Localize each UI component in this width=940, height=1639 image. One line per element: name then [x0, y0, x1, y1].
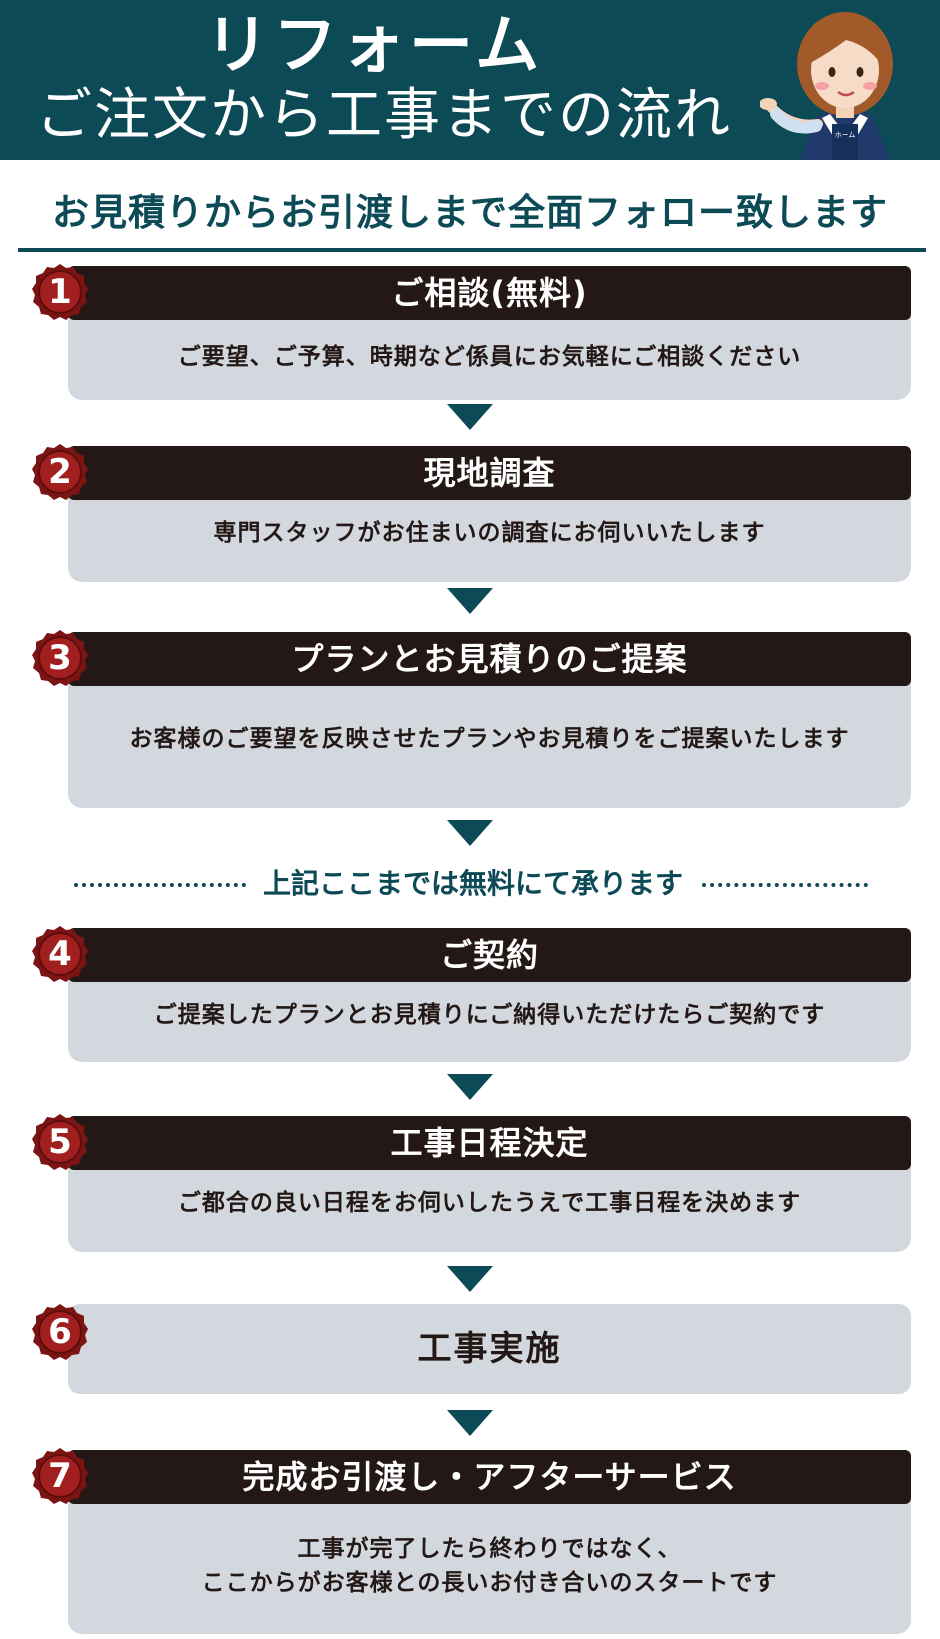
down-triangle-icon	[447, 820, 493, 846]
step-1-title: ご相談(無料)	[391, 274, 588, 312]
wax-seal-icon	[32, 1448, 88, 1504]
step-5-number-badge: 5	[30, 1112, 90, 1172]
step-1-description: ご要望、ご予算、時期など係員にお気軽にご相談ください	[68, 340, 911, 374]
step-6-panel: 工事実施	[68, 1304, 911, 1394]
step-2-number-badge: 2	[30, 442, 90, 502]
free-note-text: 上記ここまでは無料にて承ります	[262, 867, 683, 900]
header-title-line2: ご注文から工事までの流れ	[36, 83, 732, 148]
step-1-number: 1	[48, 272, 72, 312]
step-2-title-bar: 現地調査	[68, 446, 911, 500]
step-3-description: お客様のご要望を反映させたプランやお見積りをご提案いたします	[68, 722, 911, 756]
step-2-title: 現地調査	[423, 454, 556, 492]
step-7-desc-line-2: ここからがお客様との長いお付き合いのスタートです	[201, 1570, 778, 1596]
down-triangle-icon	[447, 1074, 493, 1100]
dotted-line-right	[702, 883, 868, 887]
dotted-line-left	[74, 883, 246, 887]
step-2-desc-line: 専門スタッフがお住まいの調査にお伺いいたします	[213, 520, 766, 546]
down-triangle-icon	[447, 1266, 493, 1292]
wax-seal-icon	[32, 1114, 88, 1170]
down-triangle-icon	[447, 1410, 493, 1436]
step-4-desc-line: ご提案したプランとお見積りにご納得いただけたらご契約です	[153, 1002, 826, 1028]
staff-mascot-illustration: ホーム	[760, 12, 893, 160]
step-4: ご提案したプランとお見積りにご納得いただけたらご契約です ご契約 4	[0, 924, 940, 1064]
wax-seal-icon	[32, 264, 88, 320]
step-1-title-bar: ご相談(無料)	[68, 266, 911, 320]
step-5: ご都合の良い日程をお伺いしたうえで工事日程を決めます 工事日程決定 5	[0, 1112, 940, 1254]
step-1-desc-line: ご要望、ご予算、時期など係員にお気軽にご相談ください	[177, 344, 802, 370]
step-6: 工事実施 6	[0, 1300, 940, 1396]
step-5-number: 5	[48, 1122, 72, 1162]
step-4-title: ご契約	[439, 936, 539, 974]
step-4-description: ご提案したプランとお見積りにご納得いただけたらご契約です	[68, 998, 911, 1032]
step-6-number-badge: 6	[30, 1302, 90, 1362]
step-7-number: 7	[48, 1456, 72, 1496]
wax-seal-icon	[32, 444, 88, 500]
step-3-number: 3	[48, 638, 72, 678]
step-7: 工事が完了したら終わりではなく、 ここからがお客様との長いお付き合いのスタートで…	[0, 1446, 940, 1636]
step-7-description: 工事が完了したら終わりではなく、 ここからがお客様との長いお付き合いのスタートで…	[68, 1532, 911, 1600]
step-3-title-bar: プランとお見積りのご提案	[68, 632, 911, 686]
wax-seal-icon	[32, 630, 88, 686]
step-7-desc-line-1: 工事が完了したら終わりではなく、	[297, 1536, 682, 1562]
step-3-desc-line: お客様のご要望を反映させたプランやお見積りをご提案いたします	[129, 726, 850, 752]
step-7-title: 完成お引渡し・アフターサービス	[242, 1458, 737, 1496]
step-5-title: 工事日程決定	[390, 1124, 589, 1162]
step-2: 専門スタッフがお住まいの調査にお伺いいたします 現地調査 2	[0, 442, 940, 582]
down-triangle-icon	[447, 404, 493, 430]
step-3: お客様のご要望を反映させたプランやお見積りをご提案いたします プランとお見積りの…	[0, 628, 940, 810]
step-7-number-badge: 7	[30, 1446, 90, 1506]
wax-seal-icon	[32, 1304, 88, 1360]
step-7-title-bar: 完成お引渡し・アフターサービス	[68, 1450, 911, 1504]
step-3-number-badge: 3	[30, 628, 90, 688]
step-5-desc-line: ご都合の良い日程をお伺いしたうえで工事日程を決めます	[177, 1190, 802, 1216]
step-5-description: ご都合の良い日程をお伺いしたうえで工事日程を決めます	[68, 1186, 911, 1220]
free-of-charge-note: 上記ここまでは無料にて承ります	[0, 864, 940, 904]
step-1-number-badge: 1	[30, 262, 90, 322]
step-4-title-bar: ご契約	[68, 928, 911, 982]
step-2-number: 2	[48, 452, 72, 492]
step-4-number-badge: 4	[30, 924, 90, 984]
step-1: ご要望、ご予算、時期など係員にお気軽にご相談ください ご相談(無料) 1	[0, 262, 940, 402]
header-title-line1: リフォーム	[205, 9, 544, 83]
down-triangle-icon	[447, 588, 493, 614]
subtitle-banner: お見積りからお引渡しまで全面フォロー致します	[52, 191, 888, 234]
step-5-title-bar: 工事日程決定	[68, 1116, 911, 1170]
step-6-number: 6	[48, 1312, 72, 1352]
step-6-title: 工事実施	[417, 1329, 562, 1369]
subtitle-divider	[18, 248, 926, 252]
step-3-title: プランとお見積りのご提案	[291, 640, 688, 678]
apron-label: ホーム	[835, 131, 856, 139]
page-header: リフォーム ご注文から工事までの流れ ホーム	[0, 0, 940, 160]
step-2-description: 専門スタッフがお住まいの調査にお伺いいたします	[68, 516, 911, 550]
step-4-number: 4	[48, 934, 72, 974]
wax-seal-icon	[32, 926, 88, 982]
